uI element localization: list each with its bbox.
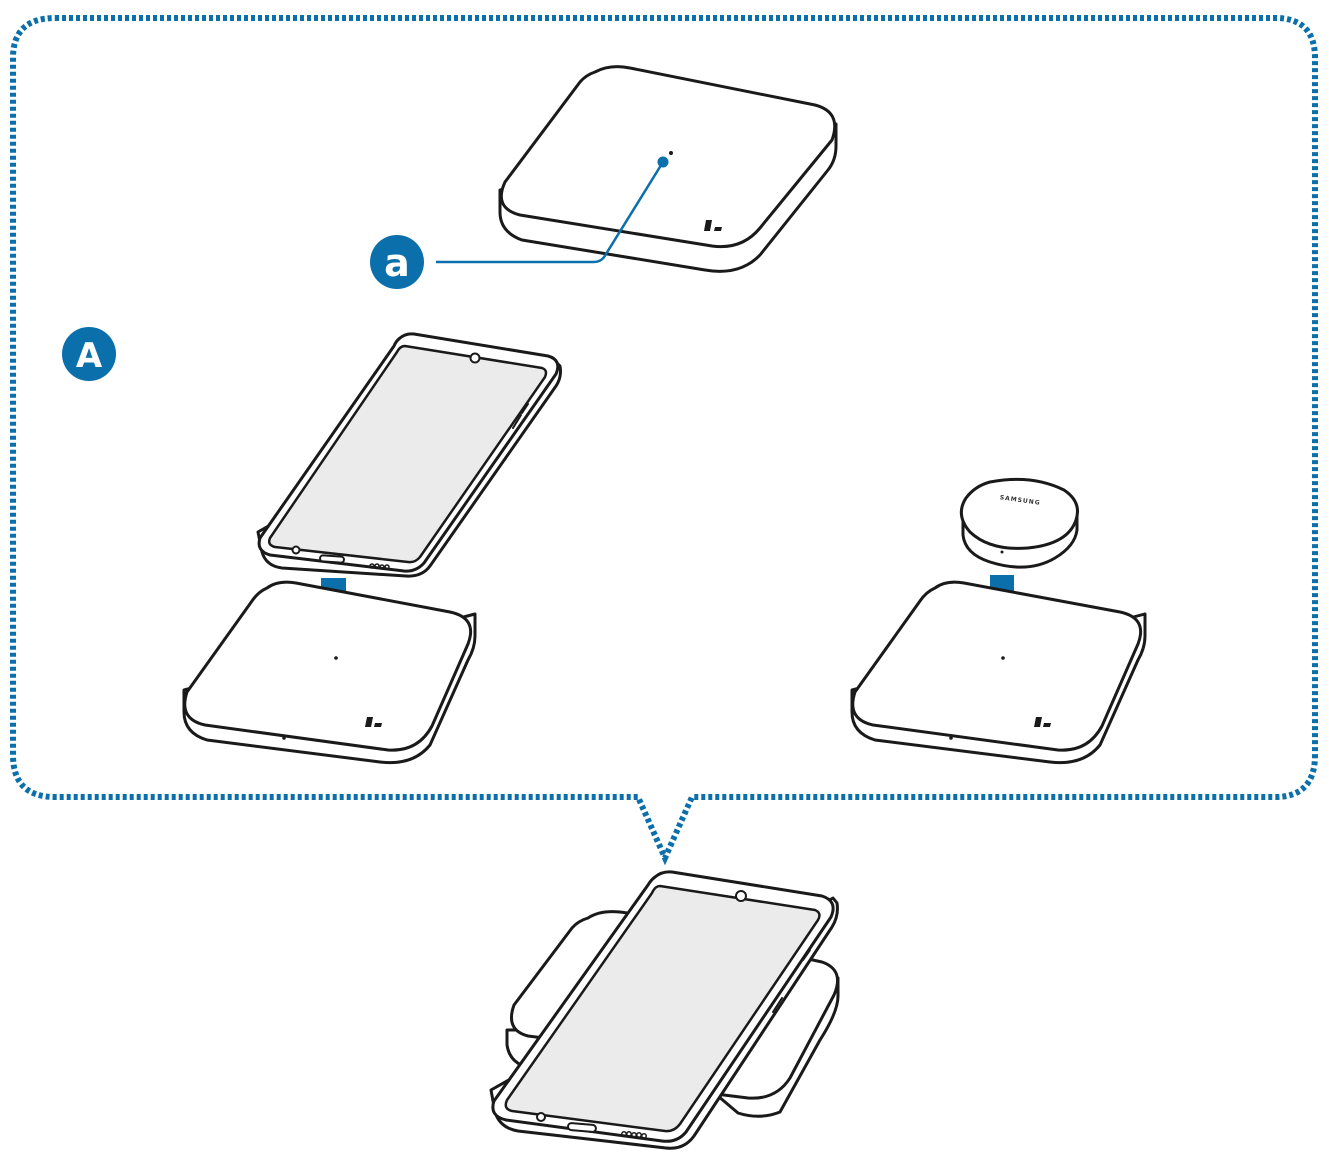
led-indicator — [669, 151, 673, 155]
callout-leader-dot — [657, 156, 669, 168]
zone-badge-icon: A — [62, 327, 116, 381]
charger-pad-left — [182, 580, 477, 765]
zone-letter: A — [76, 336, 103, 376]
speaker-grille — [621, 1131, 647, 1139]
speaker-grille — [369, 563, 390, 570]
usb-port — [566, 1122, 597, 1133]
charger-pad-right — [850, 580, 1147, 765]
phone-on-charger — [489, 870, 839, 1150]
callout-badge-icon: a — [370, 235, 424, 289]
earbuds-case: SAMSUNG — [959, 477, 1079, 569]
callout-letter: a — [384, 241, 410, 285]
samsung-logo-mark — [1034, 717, 1051, 727]
samsung-logo-mark — [365, 717, 382, 727]
usb-port — [319, 554, 345, 564]
dotted-callout-frame — [10, 15, 1318, 866]
charger-pad-top — [498, 65, 838, 273]
callout-leader-line — [436, 161, 665, 264]
front-camera — [735, 890, 747, 902]
phone-left — [256, 332, 562, 578]
front-camera — [469, 352, 481, 364]
samsung-logo-mark — [704, 220, 722, 231]
